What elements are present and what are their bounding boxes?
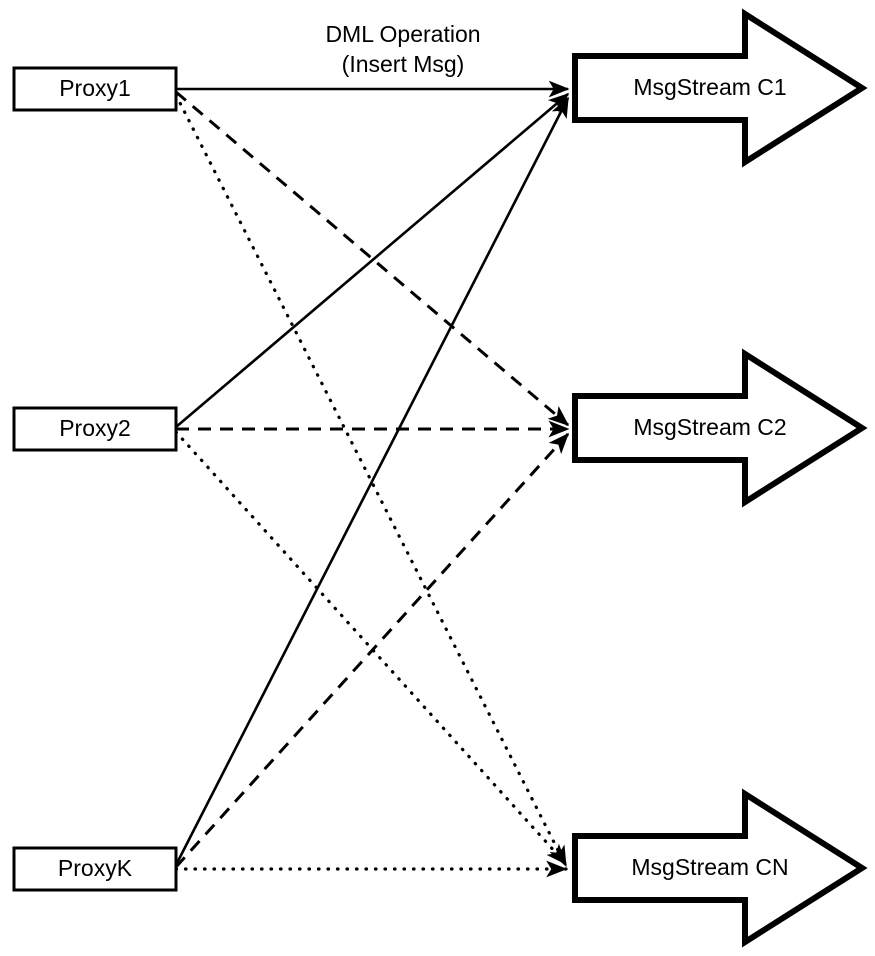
proxy-box-proxyK[interactable] (12, 846, 178, 892)
msgstream-arrow-shape-c1[interactable] (572, 8, 868, 168)
proxy-node-proxy2[interactable]: Proxy2 (12, 406, 178, 452)
msgstream-node-c1[interactable]: MsgStream C1 (572, 8, 868, 168)
proxy-label-proxy1: Proxy1 (59, 75, 131, 101)
proxy-node-proxy1[interactable]: Proxy1 (12, 66, 178, 112)
edge-proxy1-cn (174, 93, 568, 868)
msgstream-arrow-shape-c2[interactable] (572, 348, 868, 508)
msgstream-node-c2[interactable]: MsgStream C2 (572, 348, 868, 508)
edge-proxy1-c2 (175, 90, 570, 427)
msgstream-node-cn[interactable]: MsgStream CN (572, 788, 868, 948)
proxy-label-proxy2: Proxy2 (59, 415, 131, 441)
msgstream-label-c2: MsgStream C2 (633, 414, 786, 440)
msgstream-label-cn: MsgStream CN (631, 854, 788, 880)
edges-layer (174, 80, 570, 878)
msgstream-arrow-shape-cn[interactable] (572, 788, 868, 948)
edge-label-group: DML Operation (Insert Msg) (325, 21, 480, 77)
edge-label-line2: (Insert Msg) (342, 51, 465, 77)
streams-layer: MsgStream C1 MsgStream C2 MsgStream CN (572, 8, 868, 948)
edge-proxy2-cn (174, 430, 568, 866)
proxy-box-proxy2[interactable] (12, 406, 178, 452)
edge-proxy2-c1 (175, 92, 570, 428)
proxy-label-proxyK: ProxyK (58, 855, 133, 881)
edge-label-line1: DML Operation (325, 21, 480, 47)
edge-proxyK-c2 (174, 432, 570, 869)
proxy-node-proxyK[interactable]: ProxyK (12, 846, 178, 892)
msgstream-label-c1: MsgStream C1 (633, 74, 786, 100)
edge-proxyK-c1 (174, 96, 570, 866)
proxy-box-proxy1[interactable] (12, 66, 178, 112)
